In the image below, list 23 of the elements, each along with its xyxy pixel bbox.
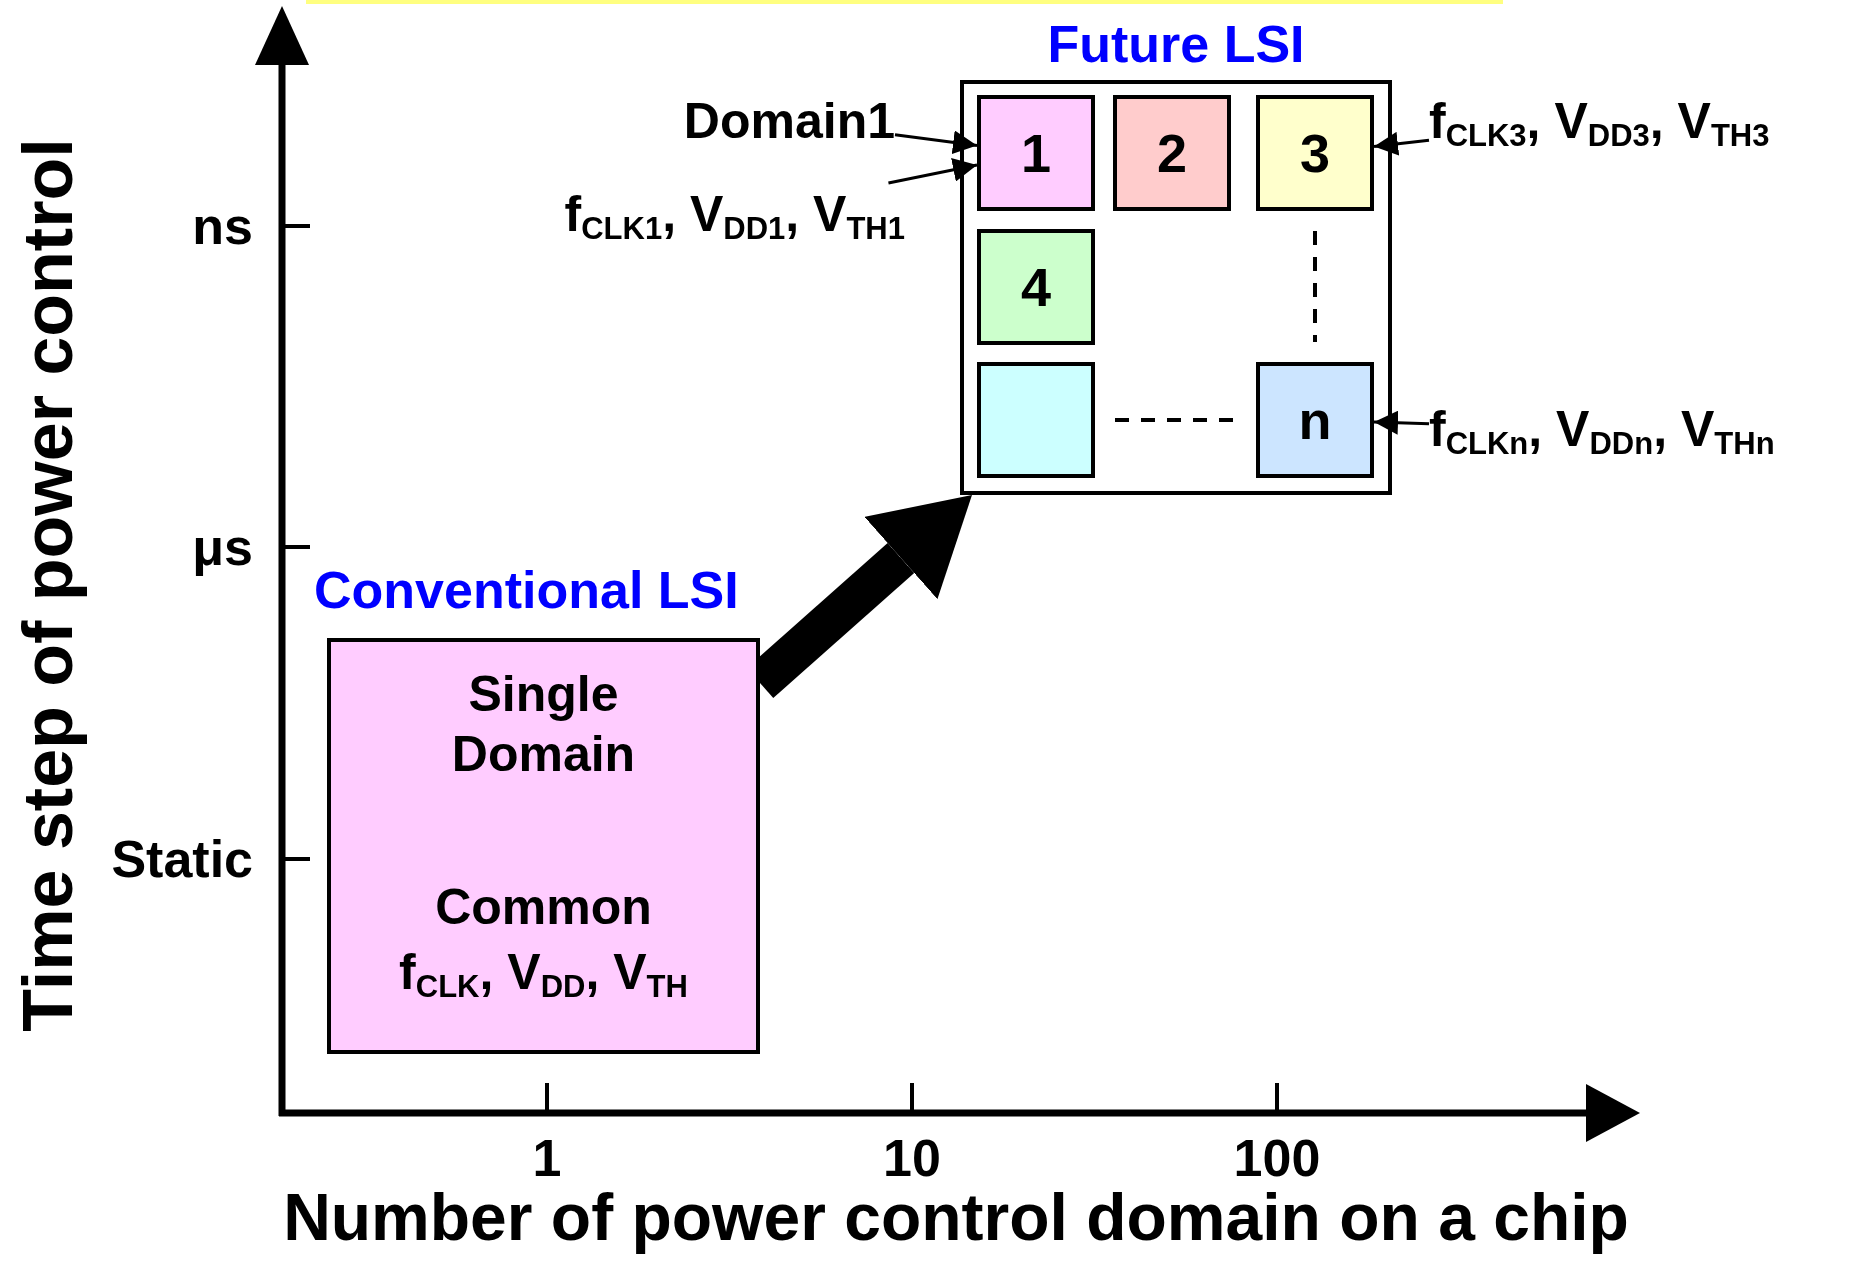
annotation-text: f$_{CLK3}$, V$_{DD3}$, V$_{TH3}$ bbox=[1429, 90, 1770, 153]
box-heading: Conventional LSI bbox=[314, 564, 739, 616]
domain-box: 3 bbox=[1256, 95, 1374, 211]
domain-box: 1 bbox=[977, 95, 1095, 211]
annotation-text: Domain1 bbox=[683, 90, 895, 153]
box-heading: Future LSI bbox=[1046, 18, 1306, 70]
box-text: Common bbox=[434, 878, 653, 937]
arrow bbox=[894, 130, 978, 155]
arrow bbox=[1373, 131, 1430, 156]
annotation-text: f$_{CLKn}$, V$_{DDn}$, V$_{THn}$ bbox=[1429, 398, 1775, 461]
tick-label: ns bbox=[192, 200, 253, 252]
arrow bbox=[888, 158, 978, 185]
domain-box: n bbox=[1256, 362, 1374, 478]
annotation-text: f$_{CLK1}$, V$_{DD1}$, V$_{TH1}$ bbox=[564, 183, 905, 246]
domain-box: 2 bbox=[1113, 95, 1231, 211]
box-text: f$_{CLK}$, V$_{DD}$, V$_{TH}$ bbox=[398, 943, 689, 1002]
domain-box bbox=[977, 362, 1095, 478]
box-text: Single Domain bbox=[450, 665, 637, 784]
arrow bbox=[1373, 410, 1430, 435]
dashed-line bbox=[1313, 231, 1317, 342]
dashed-line bbox=[1115, 418, 1236, 422]
tick-label: Static bbox=[111, 833, 253, 885]
domain-box: 4 bbox=[977, 229, 1095, 345]
